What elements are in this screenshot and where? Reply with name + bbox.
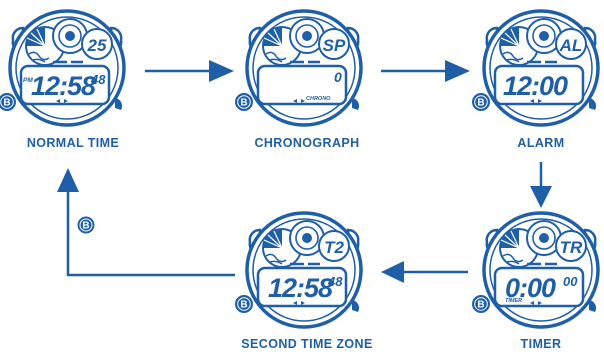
mode-badge-text: 25 [87,36,107,55]
return-path-b-label: B [82,221,89,232]
lcd-arrows [293,99,305,103]
mode-badge-text: T2 [324,238,344,257]
arrow-second-zone-to-normal [57,168,235,277]
arrow-timer-to-second-zone [381,261,468,283]
mode-badge: T2 [318,230,350,262]
lcd-arrows [530,99,542,103]
watch-inner-ring [489,218,593,322]
return-path-b-button: B [77,216,95,234]
arrow-normal-to-chrono [145,60,234,82]
arrow-chrono-to-alarm [381,60,470,82]
mode-badge-text: SP [323,36,346,55]
side-button [115,98,123,110]
b-button-label: B [240,300,247,311]
lcd-display [256,266,348,308]
mode-badge-text: TR [560,238,583,257]
lcd-main-digits: 12:00 [503,71,568,101]
b-button-icon: B [235,93,253,111]
lcd-arrows [293,301,305,305]
caption-alarm: ALARM [517,136,564,150]
caption-timer: TIMER [521,337,562,351]
target-dial-icon [526,220,562,256]
watch-inner-ring [489,16,593,120]
arrow-alarm-to-timer [530,162,552,208]
am-pm-indicator: PM [23,77,33,84]
mode-badge: AL [555,28,587,60]
lcd-display [19,64,111,106]
lcd-arrows [530,301,542,305]
lcd-sub-label: CHRONO [306,96,331,102]
side-button [589,98,597,110]
b-button-icon: B [235,295,253,313]
b-button-label: B [477,300,484,311]
caption-chronograph: CHRONOGRAPH [254,136,359,150]
lcd-main-digits: 12:58 [31,71,96,101]
lcd-main-digits: 0:00 [505,273,556,303]
caption-normal-time: NORMAL TIME [27,136,119,150]
side-button [352,98,360,110]
caption-second-time-zone: SECOND TIME ZONE [241,337,372,351]
mode-badge: TR [555,230,587,262]
lcd-seconds-digits: 48 [90,72,106,87]
watch-inner-ring [252,16,356,120]
mode-badge-text: AL [559,36,583,55]
side-button [589,300,597,312]
lcd-display [493,64,585,106]
lcd-display [493,266,585,308]
b-button-label: B [477,98,484,109]
lcd-arrows [56,99,68,103]
lcd-sub-label: TIMER [505,298,522,304]
b-button-label: B [240,98,247,109]
b-button-icon: B [472,93,490,111]
mode-badge: 25 [81,28,113,60]
b-button-icon: B [472,295,490,313]
watch-inner-ring [15,16,119,120]
lcd-seconds-digits: 0 [334,69,342,85]
side-button [352,300,360,312]
b-button-label: B [3,98,10,109]
b-button-icon: B [0,93,16,111]
lcd-main-digits: 12:58 [268,273,333,303]
mode-badge: SP [318,28,350,60]
lcd-seconds-digits: 00 [563,274,578,289]
watch-alarm: B AL 12:00 [472,9,600,127]
lcd-display [256,64,348,106]
watch-inner-ring [252,218,356,322]
lcd-seconds-digits: 48 [327,274,343,289]
